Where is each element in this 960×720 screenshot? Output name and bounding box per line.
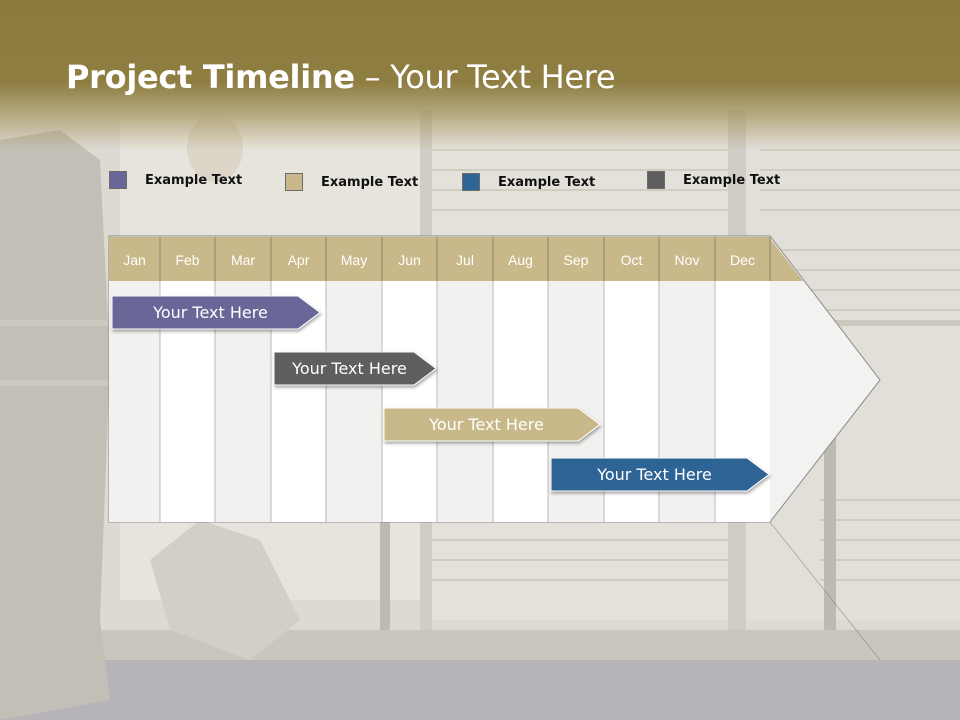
- month-label: Dec: [730, 252, 755, 268]
- arrow-lower-edge: [769, 521, 881, 661]
- task-bar-label: Your Text Here: [291, 359, 407, 378]
- month-label: Aug: [508, 252, 533, 268]
- task-bar: [383, 407, 601, 442]
- legend-swatch: [462, 173, 480, 191]
- legend-item: Example Text: [285, 172, 418, 192]
- title-bold: Project Timeline: [66, 58, 355, 96]
- month-column: [437, 281, 493, 522]
- legend-label: Example Text: [683, 172, 781, 188]
- month-label: Jan: [123, 252, 146, 268]
- month-label: Mar: [231, 252, 255, 268]
- legend-label: Example Text: [498, 174, 596, 190]
- legend-item: Example Text: [109, 170, 242, 190]
- month-label: Jul: [456, 252, 474, 268]
- legend-swatch: [647, 171, 665, 189]
- task-bar-label: Your Text Here: [428, 415, 544, 434]
- month-label: Sep: [564, 252, 589, 268]
- month-column: [326, 281, 382, 522]
- month-header-band: [109, 237, 803, 281]
- title-rest: – Your Text Here: [354, 58, 616, 96]
- task-bar: [111, 295, 321, 330]
- page-title: Project Timeline – Your Text Here: [66, 58, 616, 96]
- month-label: May: [341, 252, 367, 268]
- month-label: Jun: [398, 252, 421, 268]
- month-column: [493, 281, 548, 522]
- month-labels: Jan Feb Mar Apr May Jun Jul Aug Sep Oct Nov Dec: [123, 237, 771, 281]
- task-bar: [273, 351, 437, 386]
- legend-label: Example Text: [321, 174, 419, 190]
- legend-swatch: [285, 173, 303, 191]
- month-label: Oct: [621, 252, 643, 268]
- month-column: [382, 281, 437, 522]
- month-label: Nov: [675, 252, 700, 268]
- task-bar-label: Your Text Here: [596, 465, 712, 484]
- title-band: [0, 0, 960, 150]
- month-label: Feb: [175, 252, 199, 268]
- task-bar: [550, 457, 770, 492]
- task-bar-label: Your Text Here: [152, 303, 268, 322]
- legend-label: Example Text: [145, 172, 243, 188]
- legend-item: Example Text: [462, 172, 595, 192]
- legend-item: Example Text: [647, 170, 780, 190]
- month-label: Apr: [288, 252, 310, 268]
- legend-swatch: [109, 171, 127, 189]
